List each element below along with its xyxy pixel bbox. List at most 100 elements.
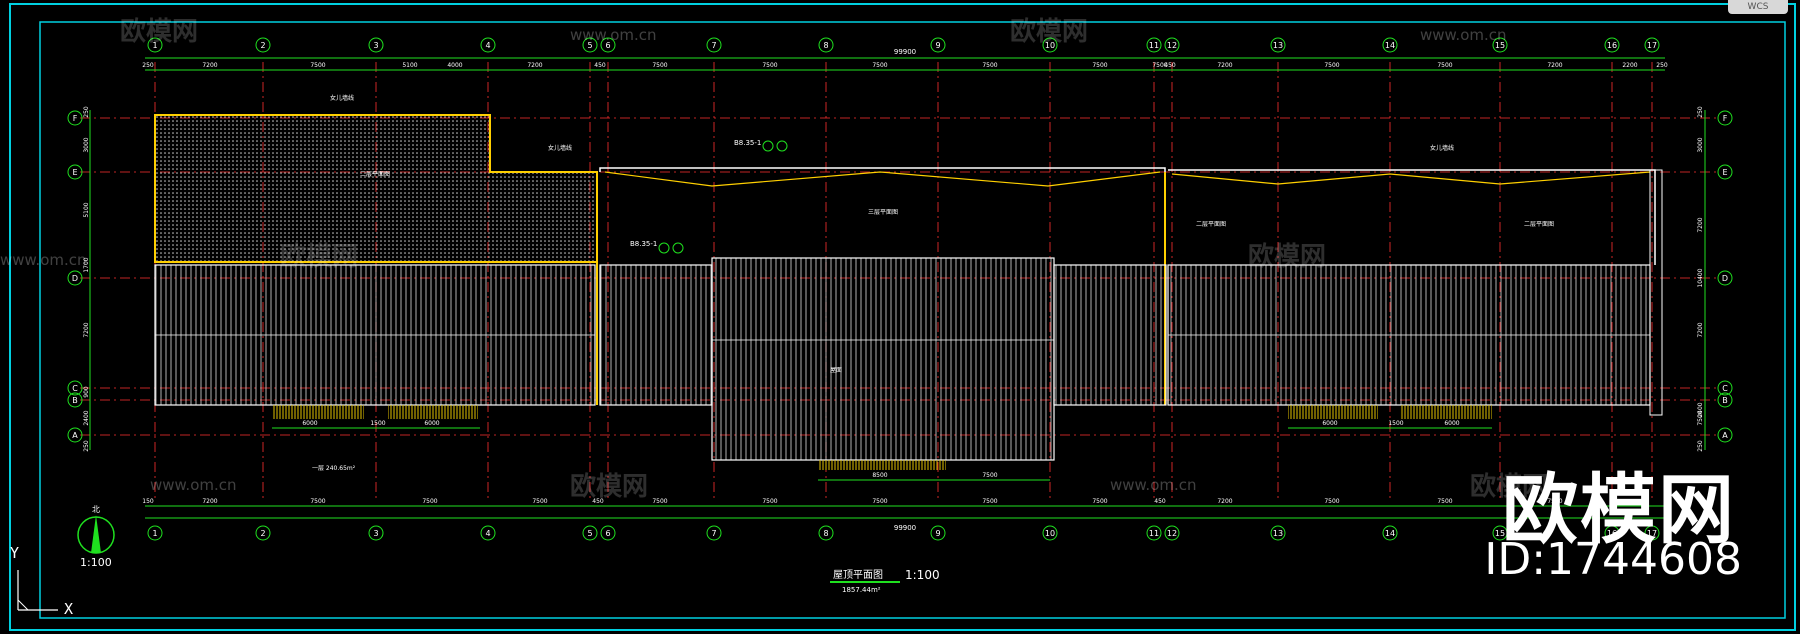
dims-bottom-3: 7500 — [422, 498, 437, 505]
col-bubble-top-5-label: 5 — [587, 41, 592, 50]
row-bubble-right-D-label: D — [1722, 274, 1728, 283]
col-bubble-top-7-label: 7 — [711, 41, 716, 50]
north-scale-label: 1:100 — [80, 556, 112, 569]
watermark-brand-3: 欧模网 — [1248, 241, 1326, 272]
col-bubble-bottom-10-label: 10 — [1045, 529, 1055, 538]
dims-top-10: 7500 — [982, 62, 997, 69]
dims-top-5: 7200 — [527, 62, 542, 69]
step-hatch-3 — [818, 460, 946, 470]
row-bubble-right-F-circle — [1717, 110, 1733, 126]
drawing-title: 屋顶平面图 — [833, 569, 883, 581]
col-bubble-bottom-14-circle — [1382, 525, 1398, 541]
dims-bottom-7: 7500 — [762, 498, 777, 505]
watermark-url-0: www.om.cn — [570, 26, 657, 44]
dimension-lines — [89, 57, 1706, 519]
row-bubble-left-E-circle — [67, 164, 83, 180]
col-bubble-top-17-label: 17 — [1647, 41, 1657, 50]
dims-top-17: 7200 — [1547, 62, 1562, 69]
col-bubble-top-5-circle — [582, 37, 598, 53]
dims-right-1: 3000 — [1697, 137, 1704, 152]
col-bubble-bottom-9-label: 9 — [935, 529, 940, 538]
col-bubble-bottom-11-circle — [1146, 525, 1162, 541]
dims-top-14: 7200 — [1217, 62, 1232, 69]
area-note: 一层 240.65m² — [312, 465, 356, 472]
col-bubble-top-12-label: 12 — [1167, 41, 1177, 50]
col-bubble-bottom-12-label: 12 — [1167, 529, 1177, 538]
dims-top-3: 5100 — [402, 62, 417, 69]
dims-top-9: 7500 — [872, 62, 887, 69]
building-plan — [154, 114, 1663, 470]
dims-left-0: 250 — [83, 106, 90, 118]
col-bubble-bottom-10-circle — [1042, 525, 1058, 541]
col-bubble-bottom-5-label: 5 — [587, 529, 592, 538]
dims-left-7: 250 — [83, 440, 90, 452]
row-bubble-left-A-label: A — [72, 431, 78, 440]
dims-top-1: 7200 — [202, 62, 217, 69]
row-bubble-right-F-label: F — [1723, 114, 1728, 123]
row-bubble-right-C-label: C — [1722, 384, 1728, 393]
dims-bottom-15: 7500 — [1547, 498, 1562, 505]
col-bubble-top-14-label: 14 — [1385, 41, 1395, 50]
col-bubble-top-11-circle — [1146, 37, 1162, 53]
watermark-url-1: www.om.cn — [1420, 26, 1507, 44]
watermark-url-2: www.om.cn — [0, 251, 87, 269]
callout-circle-3 — [658, 242, 670, 254]
col-bubble-bottom-16-circle — [1604, 525, 1620, 541]
col-bubble-top-12-circle — [1164, 37, 1180, 53]
col-bubble-bottom-6-circle — [600, 525, 616, 541]
step-hatch-2 — [388, 405, 478, 419]
room-label-5: 二层平面图 — [1524, 221, 1554, 228]
upper-wall — [599, 167, 1166, 172]
row-bubble-left-F-circle — [67, 110, 83, 126]
dims-bottom-11: 450 — [1154, 498, 1166, 505]
col-bubble-bottom-7-label: 7 — [711, 529, 716, 538]
col-bubble-top-15-label: 15 — [1495, 41, 1505, 50]
col-bubble-bottom-3-circle — [368, 525, 384, 541]
col-bubble-top-4-label: 4 — [485, 41, 490, 50]
col-bubble-top-16-circle — [1604, 37, 1620, 53]
row-bubble-left-E-label: E — [72, 168, 77, 177]
col-bubble-bottom-8-label: 8 — [823, 529, 828, 538]
dims-right-6: 7500 — [1697, 410, 1704, 425]
row-bubble-right-A-label: A — [1722, 431, 1728, 440]
row-bubble-right-A-circle — [1717, 427, 1733, 443]
roof-ridge-middle — [604, 171, 1161, 187]
col-bubble-top-9-circle — [930, 37, 946, 53]
wcs-label[interactable]: WCS — [1728, 0, 1788, 14]
dims-sub-0: 6000 — [302, 420, 317, 427]
row-bubble-left-C-label: C — [72, 384, 78, 393]
col-bubble-top-6-label: 6 — [605, 41, 610, 50]
col-bubble-top-8-label: 8 — [823, 41, 828, 50]
row-bubble-right-C-circle — [1717, 380, 1733, 396]
dims-right-7: 250 — [1697, 440, 1704, 452]
dims-bottom-6: 7500 — [652, 498, 667, 505]
row-bubble-left-B-circle — [67, 392, 83, 408]
col-bubble-bottom-2-circle — [255, 525, 271, 541]
step-hatch-4 — [1288, 405, 1378, 419]
striped-roof-mid-right — [1053, 264, 1167, 406]
col-bubble-top-9-label: 9 — [935, 41, 940, 50]
north-arrow-icon: 北 — [77, 505, 115, 554]
dims-top-4: 4000 — [447, 62, 462, 69]
dims-top-19: 250 — [1656, 62, 1668, 69]
callout-1: B8.35-1 — [734, 139, 761, 147]
dims-right-5: 2400 — [1697, 402, 1704, 417]
dims-sub-6: 1500 — [1388, 420, 1403, 427]
total-dim-bottom: 99900 — [894, 524, 916, 532]
col-bubble-top-1-label: 1 — [152, 41, 157, 50]
dims-left-5: 900 — [83, 386, 90, 398]
dims-bottom-13: 7500 — [1324, 498, 1339, 505]
dims-right-3: 10400 — [1697, 268, 1704, 287]
dims-top-11: 7500 — [1092, 62, 1107, 69]
col-bubble-top-14-circle — [1382, 37, 1398, 53]
inner-frame — [39, 21, 1786, 619]
room-label-4: 二层平面图 — [1196, 221, 1226, 228]
dims-sub-1: 1500 — [370, 420, 385, 427]
dims-bottom-1: 7200 — [202, 498, 217, 505]
col-bubble-bottom-6-label: 6 — [605, 529, 610, 538]
row-bubble-left-D-label: D — [72, 274, 78, 283]
